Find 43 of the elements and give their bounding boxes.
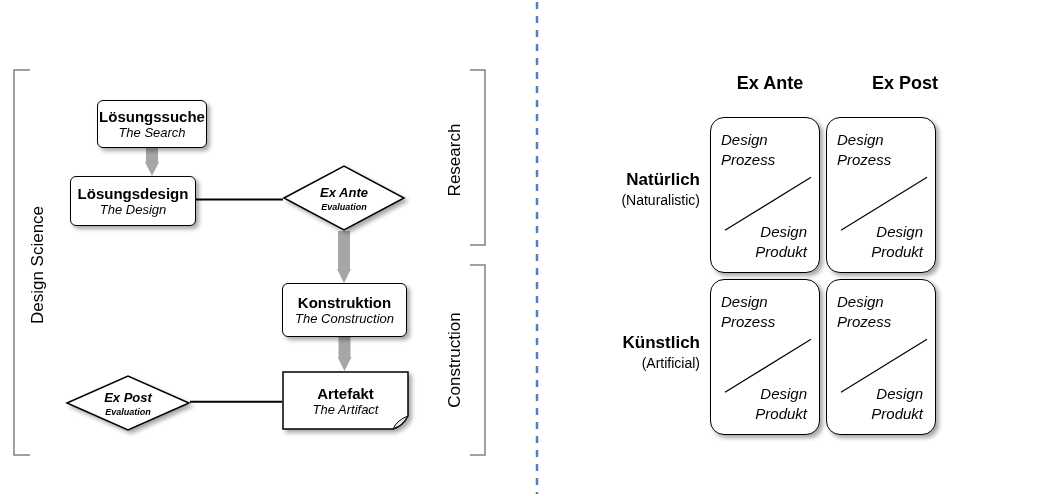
column-header: Ex Ante [735, 72, 805, 95]
cell-text: Design Prozess [721, 130, 777, 170]
box-title: Lösungssuche [99, 108, 205, 125]
box-subtitle: The Artifact [312, 401, 379, 417]
block-arrow [337, 337, 352, 371]
matrix-cell [826, 279, 936, 435]
bracket-label: Design Science [27, 204, 48, 327]
process-box [282, 283, 407, 337]
row-header: (Naturalistic) [620, 191, 700, 210]
box-subtitle: The Search [118, 125, 186, 140]
box-subtitle: The Construction [295, 311, 394, 326]
box-title: Konstruktion [297, 294, 392, 311]
box-title: Ex Post [104, 389, 152, 405]
connector-line [189, 400, 283, 403]
box-title: Lösungsdesign [77, 185, 189, 202]
bracket-label: Research [444, 122, 465, 199]
row-header: Natürlich [625, 169, 700, 191]
matrix-cell [710, 279, 820, 435]
cell-text: Design Prozess [837, 292, 893, 332]
box-subtitle: Evaluation [105, 406, 151, 417]
bracket-label: Construction [444, 311, 465, 410]
box-subtitle: The Design [99, 202, 167, 217]
row-header: (Artificial) [640, 354, 700, 373]
box-title: Ex Ante [320, 184, 368, 200]
row-header: Künstlich [621, 332, 700, 354]
cell-text: Design Produkt [754, 222, 807, 262]
cell-text: Design Produkt [870, 222, 923, 262]
decision-diamond [283, 165, 405, 231]
process-box [97, 100, 207, 148]
cell-text: Design Prozess [721, 292, 777, 332]
block-arrow [337, 231, 351, 283]
matrix-cell [826, 117, 936, 273]
cell-text: Design Produkt [870, 384, 923, 424]
column-header: Ex Post [871, 72, 939, 95]
cell-text: Design Prozess [837, 130, 893, 170]
decision-diamond [66, 375, 190, 431]
box-subtitle: Evaluation [321, 201, 367, 212]
box-title: Artefakt [317, 384, 374, 402]
cell-text: Design Produkt [754, 384, 807, 424]
matrix-cell [710, 117, 820, 273]
document-shape [282, 371, 409, 430]
connector-line [195, 198, 284, 201]
process-box [70, 176, 196, 226]
